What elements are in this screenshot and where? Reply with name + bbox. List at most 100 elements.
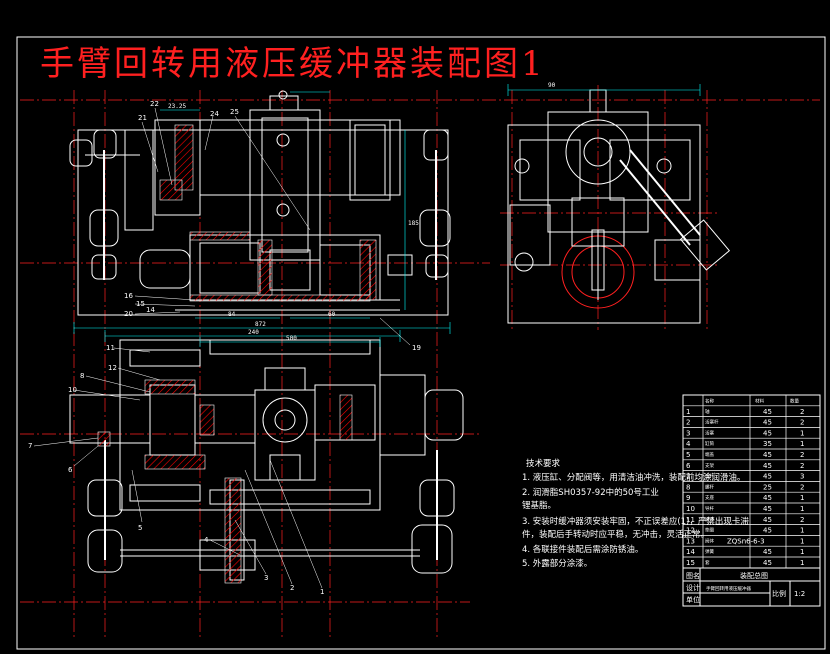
bom-cell-name: 弹簧 <box>705 548 714 555</box>
tech-req-line-3: 锂基脂。 <box>522 500 556 511</box>
bom-cell-qty: 2 <box>800 451 804 459</box>
bom-cell-no: 2 <box>686 419 690 427</box>
bom-cell-no: 15 <box>686 559 695 567</box>
centerline-grid <box>20 85 820 640</box>
bom-header-qty: 数量 <box>790 398 799 405</box>
ref-15: 15 <box>136 300 145 308</box>
bom-cell-name: 连杆 <box>705 473 714 480</box>
bom-cell-no: 13 <box>686 537 695 545</box>
tech-req-line-5: 件，装配后手转动时应平稳，无冲击，灵活正常。 <box>522 529 709 540</box>
bom-cell-material: 45 <box>763 559 772 567</box>
bom-cell-name: 缸筒 <box>705 440 714 447</box>
bom-cell-material: 45 <box>763 516 772 524</box>
front-view-leaders <box>134 107 411 346</box>
ref-11: 11 <box>106 344 115 352</box>
bom-cell-qty: 1 <box>800 527 804 535</box>
bom-cell-no: 3 <box>686 429 690 437</box>
bom-cell-material: 45 <box>763 462 772 470</box>
plan-view <box>69 339 464 581</box>
title-block-scale: 1:2 <box>794 590 805 598</box>
bom-cell-material: 45 <box>763 429 772 437</box>
bom-cell-material: 45 <box>763 494 772 502</box>
bom-cell-name: 轴 <box>705 408 710 415</box>
bom-cell-name: 支架 <box>705 462 714 469</box>
ref-24: 24 <box>210 110 219 118</box>
bom-cell-material: 45 <box>763 473 772 481</box>
ref-16: 16 <box>124 292 133 300</box>
bom-cell-qty: 2 <box>800 483 804 491</box>
bom-cell-material: ZQSn6-6-3 <box>727 537 765 545</box>
dim-500: 500 <box>286 335 297 342</box>
tech-req-line-4: 3. 安装时缓冲器须安装牢固，不正误差应(1)，严禁出现卡滞 <box>522 516 749 527</box>
bom-cell-qty: 1 <box>800 429 804 437</box>
side-view-dimensions <box>507 84 701 96</box>
drawing-title: 手臂回转用液压缓冲器装配图1 <box>40 44 546 84</box>
bom-cell-qty: 2 <box>800 516 804 524</box>
title-block-design-label: 设计 <box>686 583 700 592</box>
bom-cell-qty: 1 <box>800 494 804 502</box>
ref-12: 12 <box>108 364 117 372</box>
ref-4: 4 <box>204 536 209 544</box>
dim-60: 60 <box>328 311 336 318</box>
title-block <box>682 567 821 607</box>
bom-cell-material: 45 <box>763 527 772 535</box>
tech-req-line-6: 4. 各联接件装配后需涂防锈油。 <box>522 544 643 555</box>
ref-22: 22 <box>150 100 159 108</box>
bom-cell-qty: 2 <box>800 419 804 427</box>
title-block-scale-label: 比例 <box>772 589 786 598</box>
bom-cell-qty: 2 <box>800 408 804 416</box>
bom-cell-qty: 3 <box>800 473 804 481</box>
ref-6: 6 <box>68 466 73 474</box>
ref-3: 3 <box>264 574 268 582</box>
plan-view-dimensions <box>199 337 381 347</box>
title-block-drawing-label: 图名 <box>686 571 700 580</box>
bom-header-material: 材料 <box>755 398 764 405</box>
dim-872: 872 <box>255 321 266 328</box>
title-block-description: 手臂回转用液压缓冲器 <box>706 585 751 592</box>
bom-cell-name: 垫圈 <box>705 527 714 534</box>
tech-req-line-2: 2. 润滑脂SH0357-92中的50号工业 <box>522 487 659 498</box>
ref-10: 10 <box>68 386 77 394</box>
bom-cell-name: 导杆 <box>705 505 714 512</box>
ref-20: 20 <box>124 310 133 318</box>
bom-cell-no: 4 <box>686 440 691 448</box>
side-view <box>507 89 731 324</box>
bom-cell-qty: 1 <box>800 559 804 567</box>
bom-cell-material: 25 <box>763 483 772 491</box>
bom-cell-qty: 1 <box>800 505 804 513</box>
bom-cell-qty: 2 <box>800 462 804 470</box>
bom-cell-name: 套 <box>705 559 710 566</box>
bom-cell-no: 14 <box>686 548 695 556</box>
dim-90: 90 <box>548 82 556 89</box>
bom-cell-qty: 1 <box>800 440 804 448</box>
bom-cell-no: 7 <box>686 473 690 481</box>
title-block-drawing-name: 装配总图 <box>740 571 768 580</box>
tech-req-heading: 技术要求 <box>526 458 561 469</box>
bom-header-name: 名称 <box>705 398 714 405</box>
bom-cell-qty: 1 <box>800 548 804 556</box>
ref-5: 5 <box>138 524 142 532</box>
bom-cell-no: 11 <box>686 516 695 524</box>
dim-240: 240 <box>248 329 259 336</box>
dim-84: 84 <box>228 311 236 318</box>
tech-req-line-7: 5. 外露部分涂漆。 <box>522 558 592 569</box>
ref-1: 1 <box>320 588 324 596</box>
ref-8: 8 <box>80 372 84 380</box>
bom-cell-name: 阀体 <box>705 537 714 544</box>
bom-cell-material: 45 <box>763 419 772 427</box>
title-block-unit-label: 单位 <box>686 595 700 604</box>
bom-cell-no: 6 <box>686 462 691 470</box>
drawing-frame <box>16 36 826 650</box>
dim-2325: 23.25 <box>168 103 186 110</box>
plan-view-sections <box>97 379 353 584</box>
ref-14: 14 <box>146 306 155 314</box>
bom-cell-name: 螺杆 <box>705 483 714 490</box>
ref-7: 7 <box>28 442 32 450</box>
bom-cell-name: 端盖 <box>705 451 714 458</box>
bom-cell-name: 支座 <box>705 494 714 501</box>
dim-185: 185 <box>408 220 419 227</box>
plan-view-leaders <box>33 347 323 589</box>
bom-cell-no: 5 <box>686 451 690 459</box>
